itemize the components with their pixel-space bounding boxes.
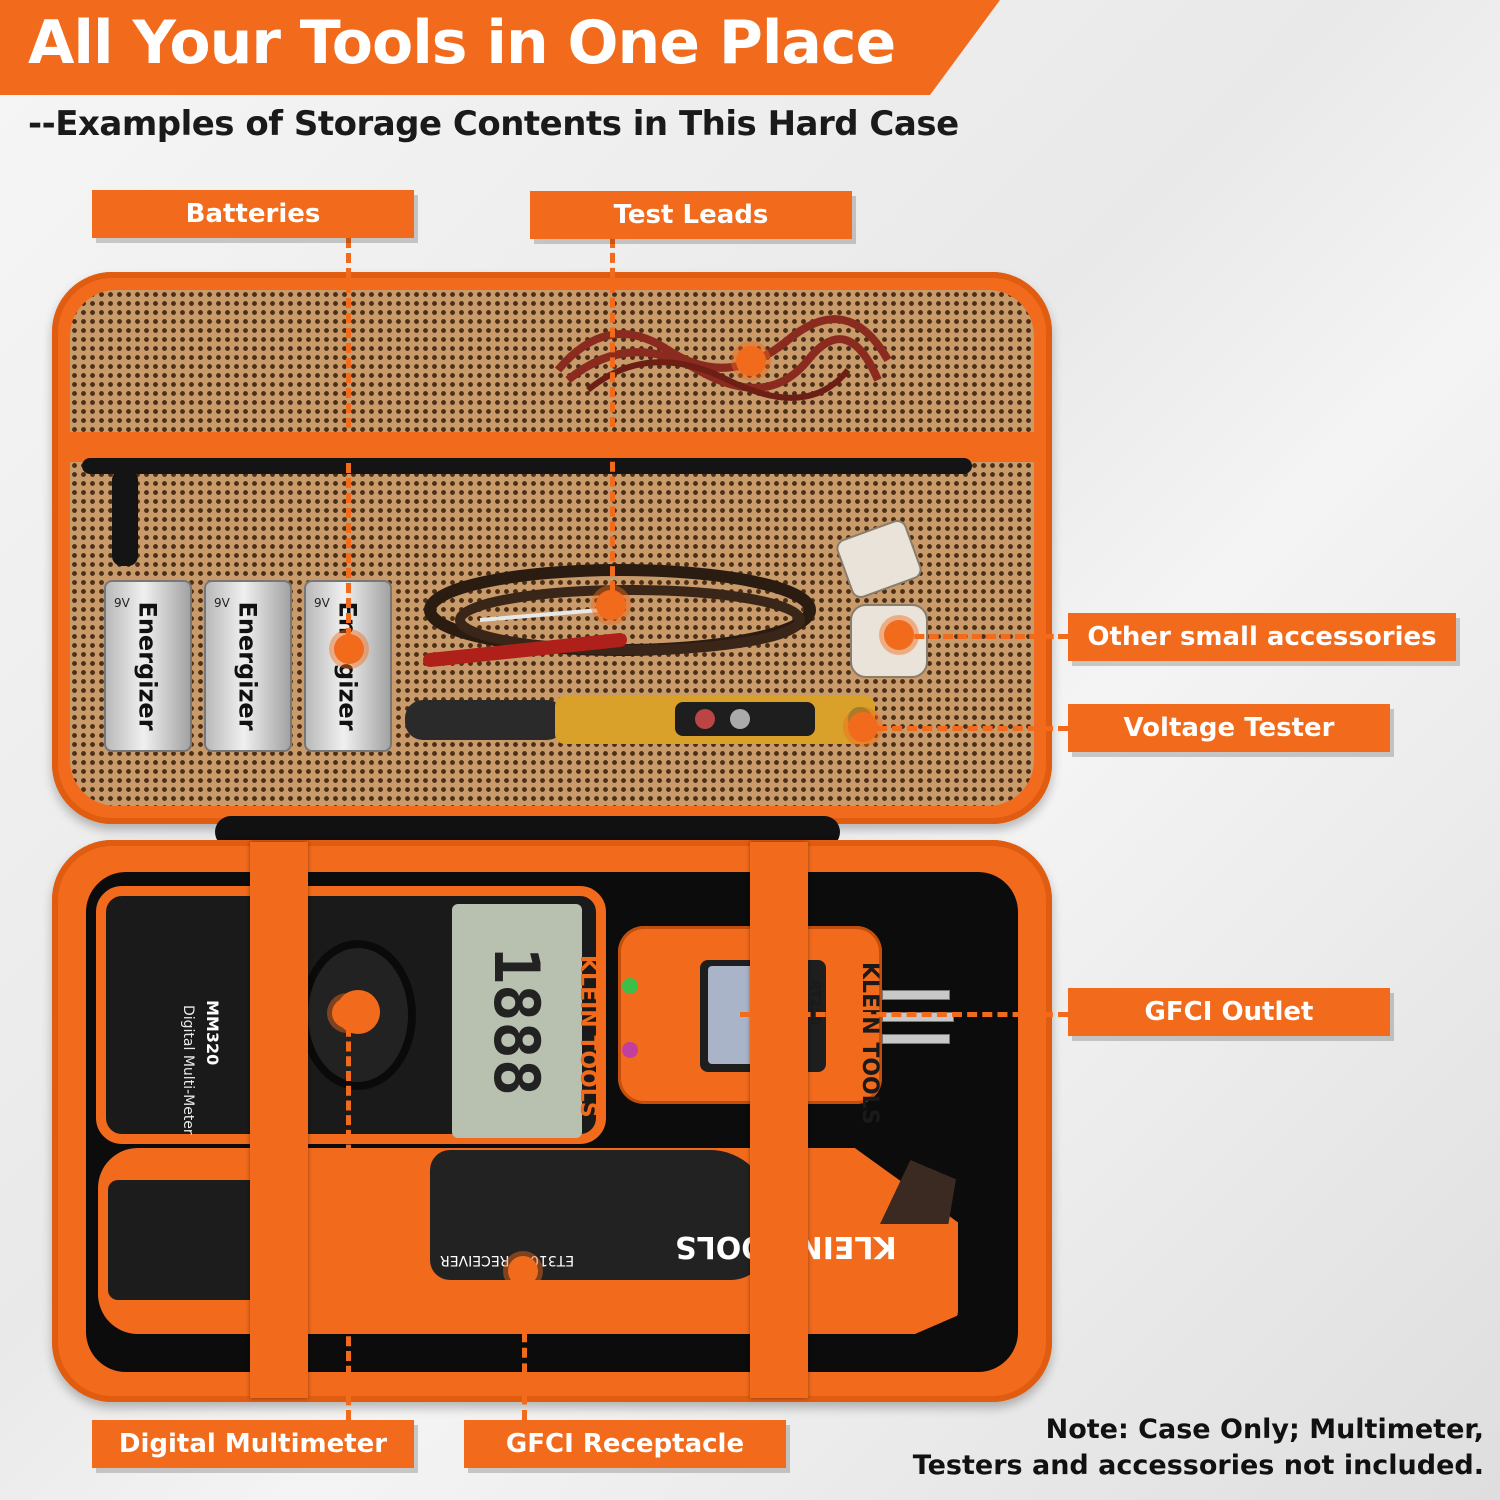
leader-other-accessories (900, 634, 1068, 639)
battery-brand-label: Energizer (134, 601, 162, 731)
marker-test-leads-top (736, 346, 766, 376)
battery-2: 9V Energizer (204, 580, 292, 752)
elastic-strap-left (250, 842, 308, 1398)
battery-brand-label: Energizer (234, 601, 262, 731)
zipper-pull[interactable] (112, 470, 138, 566)
battery-voltage-label: 9V (214, 596, 230, 610)
label-digital-multimeter: Digital Multimeter (92, 1420, 414, 1468)
page-subtitle: --Examples of Storage Contents in This H… (28, 104, 959, 144)
leader-gfci-outlet (740, 1012, 1068, 1017)
test-leads-coil (423, 564, 816, 667)
outlet-prong-1 (882, 990, 950, 1000)
disclaimer-note: Note: Case Only; Multimeter, Testers and… (913, 1412, 1484, 1484)
voltage-tester-pen (405, 696, 875, 744)
title-banner (0, 0, 1000, 95)
leader-test-leads (610, 238, 615, 606)
outlet-indicator-pink (622, 1042, 638, 1058)
outlet-prong-3 (882, 1034, 950, 1044)
marker-test-leads (596, 590, 626, 620)
mesh-zipper[interactable] (82, 458, 972, 474)
marker-multimeter (332, 998, 362, 1028)
lid-divider-strap (70, 432, 1034, 462)
note-line-2: Testers and accessories not included. (912, 1450, 1484, 1481)
multimeter-model: MM320 (203, 1000, 222, 1066)
page-title: All Your Tools in One Place (28, 8, 896, 78)
outlet-indicator-green (622, 978, 638, 994)
multimeter-model-sub: Digital Multi-Meter (180, 1005, 196, 1135)
battery-1: 9V Energizer (104, 580, 192, 752)
test-leads-coil-top (554, 315, 892, 401)
outlet-tester-model: RT250 (807, 980, 822, 1026)
label-gfci-receptacle: GFCI Receptacle (464, 1420, 786, 1468)
outlet-tester-brand: KLEIN TOOLS (857, 962, 882, 1125)
receptacle-grip (430, 1150, 770, 1280)
multimeter-brand: KLEIN TOOLS (575, 955, 600, 1118)
label-test-leads: Test Leads (530, 191, 852, 239)
label-batteries: Batteries (92, 190, 414, 238)
marker-other-accessories (884, 620, 914, 650)
leader-batteries (346, 238, 351, 638)
marker-gfci-receptacle (508, 1256, 538, 1286)
leader-multimeter (346, 1012, 351, 1420)
battery-voltage-label: 9V (114, 596, 130, 610)
marker-voltage-tester (848, 712, 878, 742)
leader-gfci-receptacle (522, 1270, 527, 1420)
label-gfci-outlet: GFCI Outlet (1068, 988, 1390, 1036)
label-voltage-tester: Voltage Tester (1068, 704, 1390, 752)
elastic-strap-right (750, 842, 808, 1398)
label-other-accessories: Other small accessories (1068, 613, 1456, 661)
receptacle-sub-label: RECEIVER (440, 1252, 510, 1268)
leader-voltage-tester (862, 726, 1068, 731)
note-line-1: Note: Case Only; Multimeter, (1045, 1414, 1484, 1445)
battery-voltage-label: 9V (314, 596, 330, 610)
multimeter-lcd: 1888 (452, 904, 582, 1138)
multimeter-display-value: 1888 (480, 946, 554, 1096)
marker-batteries (334, 634, 364, 664)
